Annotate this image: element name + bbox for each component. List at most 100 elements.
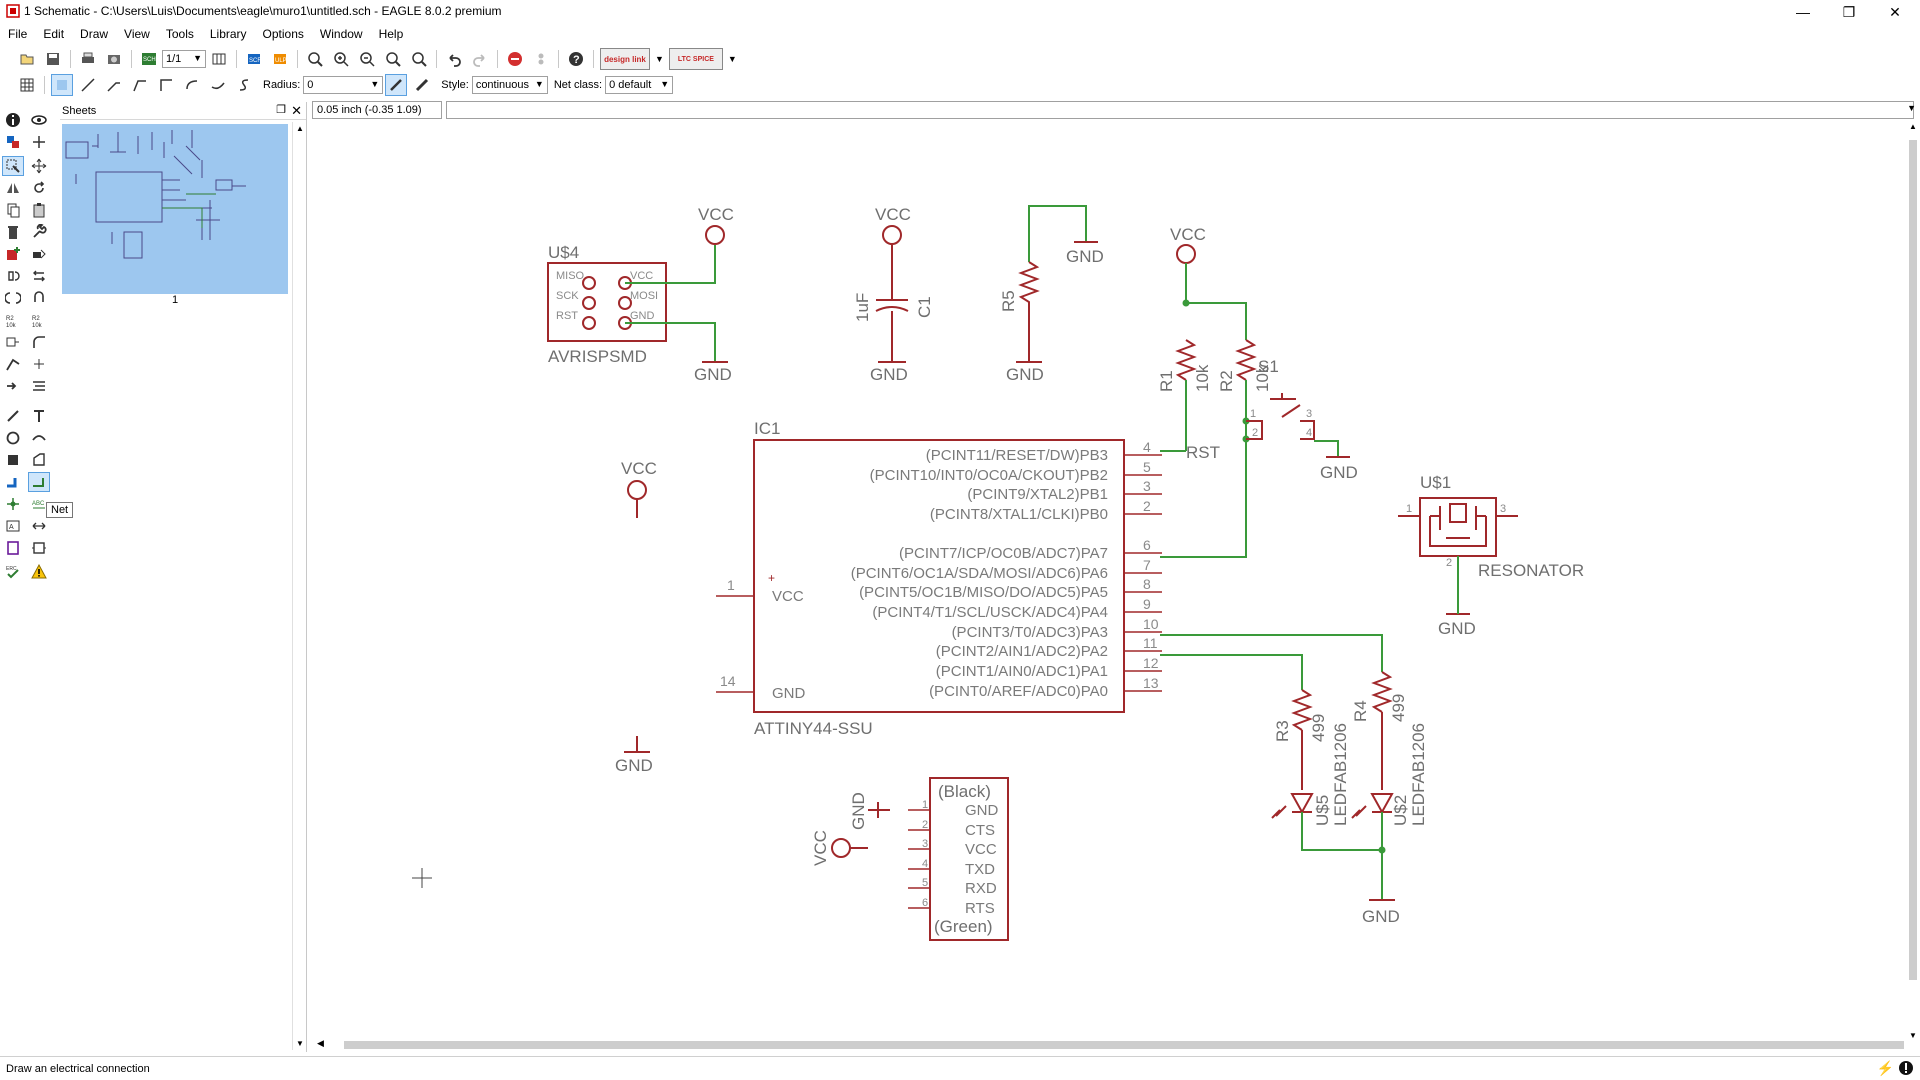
- miter-button[interactable]: [28, 332, 50, 352]
- zoom-in-button[interactable]: [330, 48, 352, 70]
- sheets-scrollbar[interactable]: ▲ ▼: [292, 122, 306, 1050]
- wire-bend-0-button[interactable]: [77, 74, 99, 96]
- wire-bend-6-button[interactable]: [233, 74, 255, 96]
- gate-swap-button[interactable]: [2, 266, 24, 286]
- wire-bend-3-button[interactable]: [155, 74, 177, 96]
- design-link-button[interactable]: design link: [600, 48, 650, 70]
- undo-button[interactable]: [443, 48, 465, 70]
- net-s1-gnd[interactable]: [1314, 440, 1339, 457]
- script-button[interactable]: SCR: [243, 48, 265, 70]
- vcc-supply-ic[interactable]: VCC: [621, 459, 657, 518]
- cam-button[interactable]: [103, 48, 125, 70]
- delete-button[interactable]: [2, 222, 24, 242]
- close-button[interactable]: ✕: [1889, 3, 1901, 20]
- u4-avrisp-header[interactable]: U$4 AVRISPSMD MISO SCK RST VCC MOSI GND: [547, 243, 667, 366]
- u1-resonator[interactable]: U$1 RESONATOR 1 2 3 GND: [1398, 473, 1584, 638]
- text-button[interactable]: [28, 406, 50, 426]
- minimize-button[interactable]: —: [1796, 4, 1810, 20]
- label-button[interactable]: ABC: [28, 494, 50, 514]
- split-wire-button[interactable]: [2, 354, 24, 374]
- ulp-button[interactable]: ULP: [269, 48, 291, 70]
- r5-resistor[interactable]: GND R5 GND: [999, 205, 1104, 384]
- ic1-attiny44[interactable]: IC1 ATTINY44-SSU VCC GND + 1 14 (PCINT11…: [716, 419, 1162, 738]
- net-u4-vcc[interactable]: [625, 245, 716, 284]
- menu-draw[interactable]: Draw: [80, 27, 109, 41]
- menu-options[interactable]: Options: [262, 27, 304, 41]
- scroll-down-icon[interactable]: ▼: [296, 1039, 304, 1048]
- net-reset[interactable]: [1160, 380, 1247, 558]
- end-style-button-1[interactable]: [385, 74, 408, 96]
- menu-file[interactable]: File: [8, 27, 28, 41]
- gnd-supply-u4[interactable]: GND: [694, 361, 732, 384]
- chevron-down-icon[interactable]: ▼: [727, 54, 737, 64]
- reset-circuit[interactable]: VCC R1 10k R2 10k S1 1 2 3 4 G: [1157, 225, 1358, 558]
- frame-button[interactable]: [2, 538, 24, 558]
- stop-button[interactable]: [504, 48, 526, 70]
- line-button[interactable]: [2, 406, 24, 426]
- scroll-left-icon[interactable]: ◀: [317, 1038, 324, 1048]
- layer-button[interactable]: [51, 74, 73, 96]
- net-led-pins[interactable]: [1160, 634, 1383, 690]
- canvas-vertical-scrollbar[interactable]: ▲ ▼: [1906, 122, 1920, 1040]
- redo-button[interactable]: [469, 48, 491, 70]
- chevron-down-icon[interactable]: ▼: [655, 54, 664, 64]
- move-cross-button[interactable]: [28, 156, 50, 176]
- sheet-select[interactable]: 1/1▼: [162, 50, 206, 68]
- net-vcc-r[interactable]: [1185, 263, 1247, 340]
- print-button[interactable]: [77, 48, 99, 70]
- ftdi-header[interactable]: (Black) (Green) GND1CTS2VCC3TXD4RXD5RTS6…: [811, 777, 1009, 941]
- display-button[interactable]: [2, 132, 24, 152]
- menu-help[interactable]: Help: [378, 27, 404, 41]
- show-button[interactable]: [28, 110, 50, 130]
- zoom-out-button[interactable]: [356, 48, 378, 70]
- net-led-gnd[interactable]: [1301, 812, 1383, 900]
- erc-button[interactable]: ERC: [2, 562, 24, 582]
- led-circuit[interactable]: R3 499 R4 499 U$5 LEDFAB1206 U$2 LEDFAB1…: [1271, 671, 1428, 926]
- dimension-button[interactable]: [28, 516, 50, 536]
- zoom-fit-button[interactable]: [304, 48, 326, 70]
- info-button[interactable]: [2, 110, 24, 130]
- go-button[interactable]: [530, 48, 552, 70]
- canvas-horizontal-scrollbar[interactable]: ◀: [314, 1038, 1906, 1052]
- grid-button[interactable]: [16, 74, 38, 96]
- circle-button[interactable]: [2, 428, 24, 448]
- pin-swap-button[interactable]: [28, 266, 50, 286]
- menu-edit[interactable]: Edit: [43, 27, 65, 41]
- menu-tools[interactable]: Tools: [165, 27, 194, 41]
- mark-button[interactable]: [28, 132, 50, 152]
- save-button[interactable]: [42, 48, 64, 70]
- align-button[interactable]: [28, 376, 50, 396]
- rect-button[interactable]: [2, 450, 24, 470]
- menu-library[interactable]: Library: [209, 27, 247, 41]
- close-icon[interactable]: ✕: [291, 103, 302, 118]
- split-button[interactable]: [2, 288, 24, 308]
- menu-window[interactable]: Window: [319, 27, 363, 41]
- schematic-canvas[interactable]: .sym { fill: none; stroke: #a0282a; stro…: [314, 122, 1907, 1040]
- module-button[interactable]: [28, 538, 50, 558]
- errors-button[interactable]: [28, 562, 50, 582]
- zoom-redraw-button[interactable]: [382, 48, 404, 70]
- ltspice-button[interactable]: LTC SPICE: [668, 48, 723, 70]
- mirror-button[interactable]: [2, 178, 24, 198]
- smash-button[interactable]: [2, 332, 24, 352]
- netclass-select[interactable]: 0 default▼: [605, 76, 674, 94]
- sheet-thumbnail[interactable]: [62, 124, 288, 294]
- copy-button[interactable]: [2, 200, 24, 220]
- scroll-up-icon[interactable]: ▲: [1909, 122, 1917, 131]
- scroll-thumb[interactable]: [344, 1041, 1904, 1049]
- gnd-supply-ic[interactable]: GND: [615, 736, 653, 775]
- add-button[interactable]: [2, 244, 24, 264]
- move-button[interactable]: [2, 156, 24, 176]
- maximize-button[interactable]: ❐: [1842, 3, 1856, 20]
- attribute-button[interactable]: A: [2, 516, 24, 536]
- wire-bend-5-button[interactable]: [207, 74, 229, 96]
- sheets-view-button[interactable]: [208, 48, 230, 70]
- radius-input[interactable]: 0▼: [303, 76, 384, 94]
- rotate-button[interactable]: [28, 178, 50, 198]
- scroll-down-icon[interactable]: ▼: [1909, 1031, 1917, 1040]
- wire-bend-1-button[interactable]: [103, 74, 125, 96]
- open-button[interactable]: [16, 48, 38, 70]
- command-line-input[interactable]: [446, 101, 1914, 119]
